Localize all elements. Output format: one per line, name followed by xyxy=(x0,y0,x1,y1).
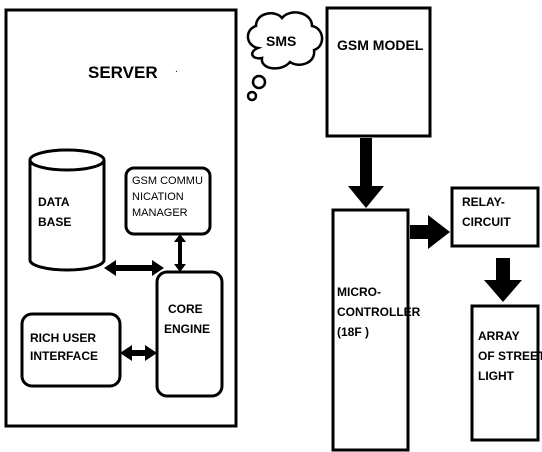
rich-ui-box xyxy=(20,312,122,388)
street-light-line3: LIGHT xyxy=(478,369,515,383)
database-core-arrow xyxy=(104,260,164,276)
relay-line2: CIRCUIT xyxy=(462,215,511,229)
server-title: SERVER xyxy=(88,63,158,82)
gsm-model-box xyxy=(325,6,432,138)
database-label-line2: BASE xyxy=(38,215,71,229)
gsm-comm-core-arrow xyxy=(174,234,186,272)
relay-to-light-arrow xyxy=(484,258,522,302)
gsm-model-label: GSM MODEL xyxy=(337,37,424,53)
rich-ui-line2: INTERFACE xyxy=(30,349,98,363)
gsm-comm-manager-line3: MANAGER xyxy=(132,207,188,219)
gsm-comm-manager-line2: NICATION xyxy=(132,191,184,203)
street-light-line2: OF STREET xyxy=(478,349,542,363)
stray-dot: . xyxy=(175,64,178,75)
street-light-line1: ARRAY xyxy=(478,329,520,343)
microcontroller-line1: MICRO- xyxy=(337,285,381,299)
sms-cloud xyxy=(246,11,324,102)
microcontroller-line3: (18F ) xyxy=(337,325,369,339)
microcontroller-box xyxy=(331,208,410,452)
gsm-comm-manager-box xyxy=(124,166,212,236)
database-cylinder xyxy=(28,148,106,272)
rich-ui-core-arrow xyxy=(120,345,157,361)
street-light-box xyxy=(470,304,540,442)
micro-to-relay-arrow xyxy=(410,215,450,249)
core-engine-box xyxy=(155,270,224,398)
gsm-comm-manager-line1: GSM COMMU xyxy=(132,175,203,187)
core-engine-line1: CORE xyxy=(168,302,203,316)
rich-ui-line1: RICH USER xyxy=(30,331,96,345)
core-engine-line2: ENGINE xyxy=(164,322,210,336)
sms-label: SMS xyxy=(266,33,296,49)
relay-line1: RELAY- xyxy=(462,195,505,209)
relay-box xyxy=(450,186,540,248)
database-label-line1: DATA xyxy=(38,195,70,209)
microcontroller-line2: CONTROLLER xyxy=(337,305,421,319)
gsm-to-micro-arrow xyxy=(348,138,384,208)
